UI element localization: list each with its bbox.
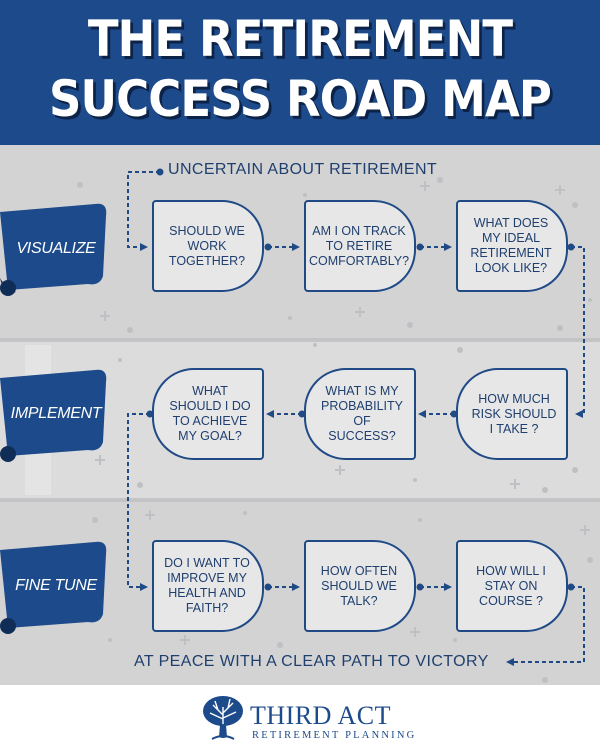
flow-connectors (127, 168, 585, 666)
step-text: WHAT DOES MY IDEAL RETIREMENT LOOK LIKE? (470, 216, 552, 275)
step-text: HOW WILL I STAY ON COURSE ? (476, 563, 546, 608)
step-should-we-work-together: SHOULD WE WORK TOGETHER? (152, 200, 264, 292)
step-how-much-risk: HOW MUCH RISK SHOULD I TAKE ? (456, 368, 568, 460)
title-line-1: THE RETIREMENT (87, 10, 513, 68)
step-text: SHOULD WE WORK TOGETHER? (168, 223, 246, 268)
start-caption: UNCERTAIN ABOUT RETIREMENT (168, 161, 438, 178)
band-divider (0, 498, 600, 502)
step-text: WHAT SHOULD I DO TO ACHIEVE MY GOAL? (169, 384, 251, 443)
step-text: AM I ON TRACK TO RETIRE COMFORTABLY? (309, 223, 410, 268)
implement-ribbon (0, 369, 107, 462)
logo-tagline: RETIREMENT PLANNING (252, 730, 417, 741)
title-line-2: SUCCESS ROAD MAP (49, 70, 552, 128)
band-divider (0, 338, 600, 342)
step-how-often-talk: HOW OFTEN SHOULD WE TALK? (304, 540, 416, 632)
title-banner: THE RETIREMENT SUCCESS ROAD MAP (0, 0, 600, 145)
stage-label-implement: IMPLEMENT (10, 405, 102, 422)
step-text: WHAT IS MY PROBABILITY OF SUCCESS? (321, 384, 403, 443)
end-caption: AT PEACE WITH A CLEAR PATH TO VICTORY (134, 653, 489, 670)
footer (0, 685, 600, 750)
step-ideal-retirement: WHAT DOES MY IDEAL RETIREMENT LOOK LIKE? (456, 200, 568, 292)
step-probability-of-success: WHAT IS MY PROBABILITY OF SUCCESS? (304, 368, 416, 460)
step-text: HOW OFTEN SHOULD WE TALK? (320, 563, 398, 608)
fine-tune-ribbon (0, 541, 107, 634)
tree-icon (203, 696, 243, 740)
step-text: HOW MUCH RISK SHOULD I TAKE ? (471, 391, 557, 436)
step-am-i-on-track: AM I ON TRACK TO RETIRE COMFORTABLY? (304, 200, 416, 292)
step-health-and-faith: DO I WANT TO IMPROVE MY HEALTH AND FAITH… (152, 540, 264, 632)
step-text: DO I WANT TO IMPROVE MY HEALTH AND FAITH… (164, 556, 250, 615)
visualize-ribbon (0, 203, 107, 296)
step-stay-on-course: HOW WILL I STAY ON COURSE ? (456, 540, 568, 632)
logo-name: THIRD ACT (250, 701, 391, 730)
stage-label-fine-tune: FINE TUNE (15, 577, 97, 594)
stage-label-visualize: VISUALIZE (16, 240, 96, 257)
step-achieve-goal: WHAT SHOULD I DO TO ACHIEVE MY GOAL? (152, 368, 264, 460)
